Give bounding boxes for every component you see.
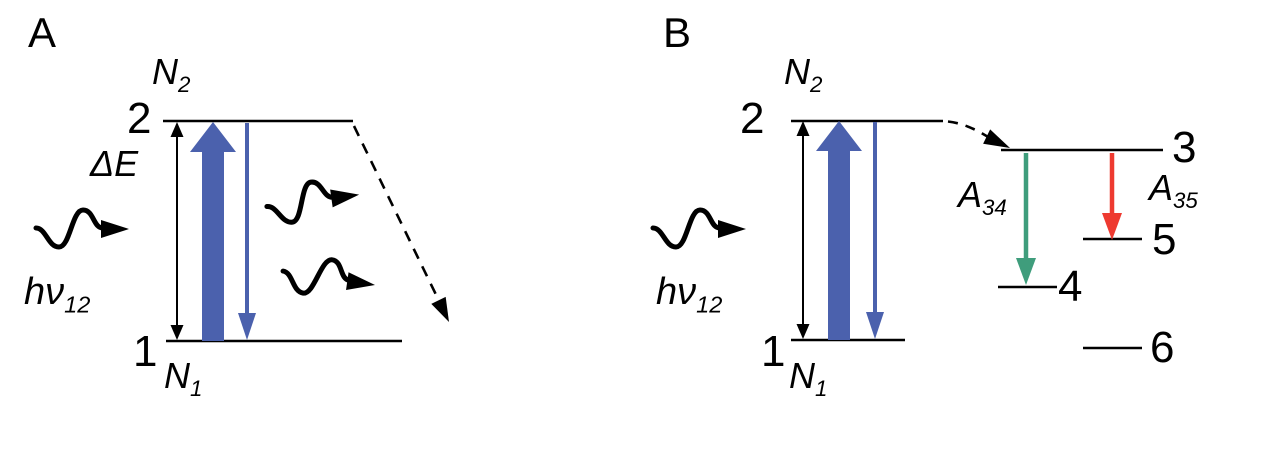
label-level5: 5 xyxy=(1152,215,1177,264)
label-n2-b: N2 xyxy=(784,51,822,96)
label-level1-a: 1 xyxy=(133,327,158,376)
incident-photon-icon-a xyxy=(36,210,129,247)
label-delta-e: ΔE xyxy=(90,143,139,184)
label-hv12-b: hν12 xyxy=(656,271,722,316)
label-hv12-b-sub: 12 xyxy=(696,291,723,318)
label-n2-b-base: N xyxy=(784,51,810,92)
label-level1-b: 1 xyxy=(761,327,786,376)
label-a34: A34 xyxy=(958,174,1007,219)
label-level2-b: 2 xyxy=(740,94,765,143)
label-n2-b-sub: 2 xyxy=(810,72,823,98)
label-n2-a-base: N xyxy=(152,51,178,92)
label-hv12-a: hν12 xyxy=(24,271,90,316)
absorption-arrow-b xyxy=(816,121,862,340)
label-n2-a-sub: 2 xyxy=(178,72,191,98)
decay-dashed-arrow-a xyxy=(352,125,449,322)
energy-gap-arrow-b xyxy=(796,121,810,339)
label-n1-b-base: N xyxy=(789,355,815,396)
transfer-dashed-arrow-b xyxy=(947,120,1010,148)
emission-arrow-b xyxy=(866,122,884,339)
absorption-arrow-a xyxy=(190,122,236,341)
label-hv12-b-base: hν xyxy=(656,271,697,313)
label-n2-a: N2 xyxy=(152,51,190,96)
panel-b-title: B xyxy=(663,9,692,56)
energy-gap-arrow-a xyxy=(170,122,184,340)
label-a34-base: A xyxy=(958,174,983,215)
label-level2-a: 2 xyxy=(127,94,152,143)
emitted-photon-icon-1 xyxy=(264,176,361,226)
label-n1-a-sub: 1 xyxy=(190,376,203,402)
label-n1-b-sub: 1 xyxy=(815,376,828,402)
label-level4: 4 xyxy=(1058,262,1083,311)
label-hv12-a-base: hν xyxy=(24,271,65,313)
label-n1-a: N1 xyxy=(164,355,202,400)
label-level3: 3 xyxy=(1172,123,1197,172)
label-n1-b: N1 xyxy=(789,355,827,400)
emission-arrow-a xyxy=(238,123,256,340)
label-a35-sub: 35 xyxy=(1173,188,1198,214)
label-level6: 6 xyxy=(1150,323,1175,372)
emitted-photon-icon-2 xyxy=(280,253,377,303)
label-n1-a-base: N xyxy=(164,355,190,396)
label-a35: A35 xyxy=(1149,167,1198,212)
label-a35-base: A xyxy=(1149,167,1174,208)
label-hv12-a-sub: 12 xyxy=(64,291,91,318)
panel-a-title: A xyxy=(28,9,57,56)
incident-photon-icon-b xyxy=(653,210,746,247)
decay-arrow-35 xyxy=(1102,153,1122,240)
label-a34-sub: 34 xyxy=(982,195,1007,221)
decay-arrow-34 xyxy=(1016,153,1036,285)
